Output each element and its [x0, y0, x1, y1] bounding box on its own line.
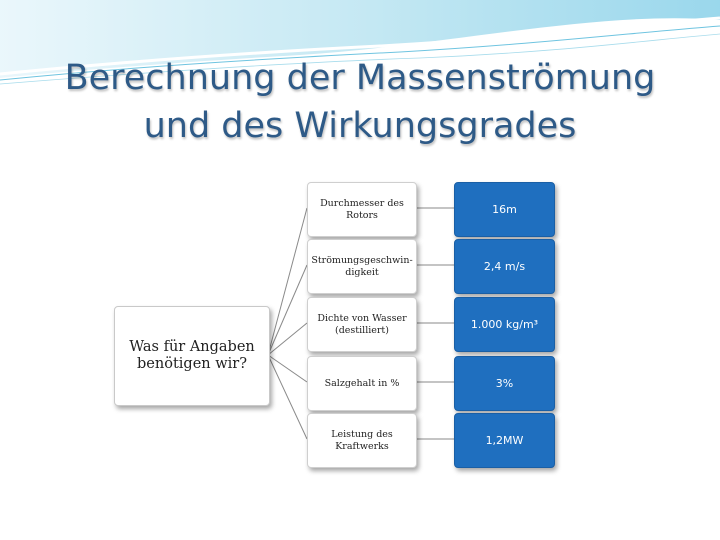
value-text: 3% [496, 377, 513, 390]
root-question-box: Was für Angaben benötigen wir? [114, 306, 270, 406]
value-text: 2,4 m/s [484, 260, 525, 273]
label-text: Strömungsgeschwin-digkeit [308, 255, 416, 279]
label-text: Salzgehalt in % [325, 378, 400, 390]
label-text: Leistung des Kraftwerks [308, 429, 416, 453]
label-text: Dichte von Wasser (destilliert) [308, 313, 416, 337]
value-text: 16m [492, 203, 517, 216]
connector-root-row-5 [268, 355, 307, 439]
value-box-flow-velocity: 2,4 m/s [454, 239, 555, 294]
label-text: Durchmesser des Rotors [308, 198, 416, 222]
value-box-rotor-diameter: 16m [454, 182, 555, 237]
label-box-salinity: Salzgehalt in % [307, 356, 417, 411]
connector-root-row-2 [268, 265, 307, 355]
root-question-text: Was für Angaben benötigen wir? [115, 339, 269, 373]
label-box-rotor-diameter: Durchmesser des Rotors [307, 182, 417, 237]
connector-root-row-1 [268, 208, 307, 355]
value-box-plant-power: 1,2MW [454, 413, 555, 468]
label-box-plant-power: Leistung des Kraftwerks [307, 413, 417, 468]
value-box-water-density: 1.000 kg/m³ [454, 297, 555, 352]
connector-root-row-3 [268, 323, 307, 355]
value-text: 1.000 kg/m³ [471, 318, 538, 331]
label-box-flow-velocity: Strömungsgeschwin-digkeit [307, 239, 417, 294]
value-text: 1,2MW [486, 434, 524, 447]
value-box-salinity: 3% [454, 356, 555, 411]
label-box-water-density: Dichte von Wasser (destilliert) [307, 297, 417, 352]
